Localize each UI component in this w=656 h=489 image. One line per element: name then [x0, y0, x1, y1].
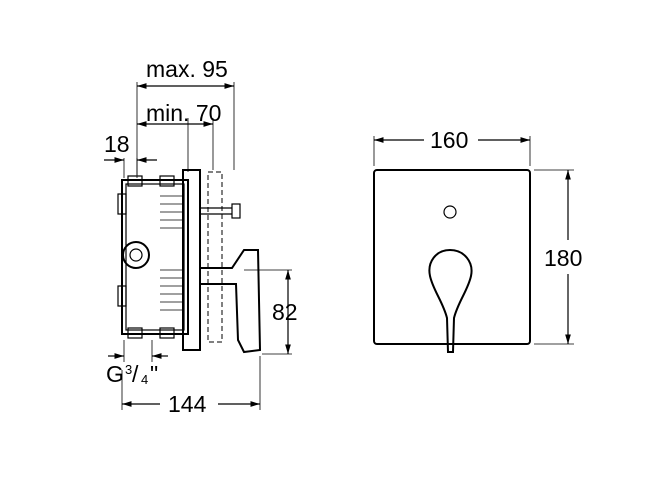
- spindle-tip: [231, 203, 241, 219]
- dim-82-label: 82: [272, 299, 298, 325]
- side-port-upper: [117, 193, 127, 215]
- lever-handle: [428, 248, 473, 353]
- valve-body-outline: [121, 179, 189, 335]
- top-port-right: [159, 175, 175, 187]
- dim-180-label: 180: [544, 245, 582, 271]
- wall-layer: [207, 171, 223, 343]
- side-port-lower: [117, 285, 127, 307]
- valve-body-inner: [125, 183, 185, 331]
- side-view: max. 95 min. 70 18: [104, 56, 298, 417]
- connector-core: [129, 248, 143, 262]
- cover-plate-side: [182, 169, 201, 351]
- cover-plate-front: [373, 169, 531, 345]
- thread-fraction-den: 4: [141, 372, 148, 387]
- valve-body: [117, 175, 189, 339]
- top-port-left: [127, 175, 143, 187]
- bottom-port-left: [127, 327, 143, 339]
- dim-144-label: 144: [168, 391, 207, 417]
- handle-side: [199, 249, 262, 354]
- connector-ring: [122, 241, 150, 269]
- dim-max-95-label: max. 95: [146, 56, 228, 82]
- thread-fraction-slash: /: [132, 361, 139, 387]
- dim-160-label: 160: [430, 127, 468, 153]
- front-view: 160 180: [373, 127, 582, 353]
- indicator-hole: [443, 205, 457, 219]
- thread-g-letter: G: [106, 361, 124, 387]
- thread-inch-mark: ": [150, 361, 158, 387]
- dim-min-70-label: min. 70: [146, 100, 221, 126]
- thread-fraction-num: 3: [125, 362, 132, 377]
- dim-18-label: 18: [104, 131, 130, 157]
- bottom-port-right: [159, 327, 175, 339]
